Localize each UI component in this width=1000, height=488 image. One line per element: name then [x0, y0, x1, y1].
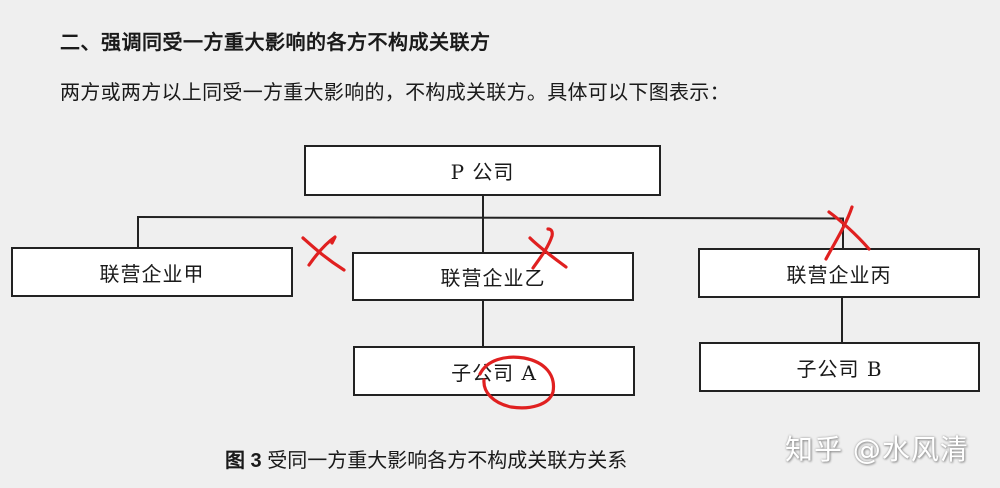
- subsidiary-a-box: 子公司 A: [353, 346, 635, 396]
- cross-mark-icon: [301, 235, 346, 272]
- connector-horizontal-bus: [136, 216, 845, 220]
- subsidiary-a-label: 子公司 A: [451, 360, 537, 385]
- connector-parent-down: [482, 195, 484, 252]
- connector-bing-to-sub-b: [841, 298, 843, 342]
- associate-yi-label: 联营企业乙: [440, 266, 546, 290]
- associate-yi-box: 联营企业乙: [352, 252, 634, 301]
- connector-yi-to-sub-a: [482, 300, 484, 346]
- associate-bing-box: 联营企业丙: [698, 248, 980, 298]
- body-paragraph: 两方或两方以上同受一方重大影响的，不构成关联方。具体可以下图表示：: [60, 80, 730, 104]
- figure-number: 图 3: [225, 450, 262, 472]
- figure-caption-text: 受同一方重大影响各方不构成关联方关系: [267, 450, 628, 472]
- watermark: 知乎 @水风清: [785, 433, 969, 466]
- parent-company-label: P 公司: [450, 160, 515, 184]
- associate-jia-box: 联营企业甲: [11, 247, 293, 297]
- subsidiary-b-label: 子公司 B: [796, 356, 883, 381]
- associate-jia-label: 联营企业甲: [99, 261, 205, 286]
- parent-company-box: P 公司: [304, 145, 661, 196]
- subsidiary-b-box: 子公司 B: [699, 342, 980, 392]
- associate-bing-label: 联营企业丙: [786, 262, 892, 287]
- connector-to-associate-jia: [137, 216, 139, 247]
- connector-to-associate-bing: [842, 218, 844, 248]
- section-heading: 二、强调同受一方重大影响的各方不构成关联方: [60, 30, 491, 54]
- figure-caption: 图 3 受同一方重大影响各方不构成关联方关系: [225, 444, 627, 473]
